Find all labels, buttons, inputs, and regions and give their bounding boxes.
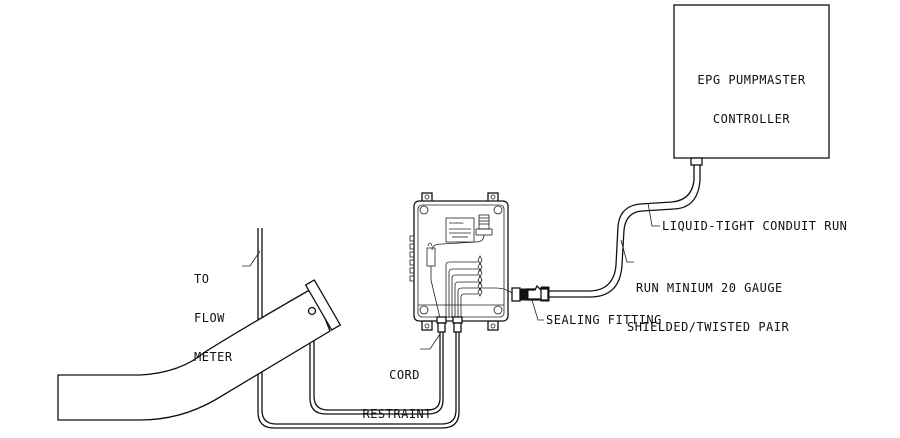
sealing-fitting-label: SEALING FITTING xyxy=(546,313,662,327)
liquid-tight-conduit xyxy=(548,165,701,298)
wire-label-line1: RUN MINIUM 20 GAUGE xyxy=(636,281,783,295)
flow-meter-line2: FLOW xyxy=(194,311,225,325)
cord-restraint-leader xyxy=(420,333,441,350)
flow-meter-line1: TO xyxy=(194,272,210,286)
cord-restraint-line2: RESTRAINT xyxy=(362,407,432,421)
flow-meter-line3: METER xyxy=(194,350,233,364)
sealing-leader xyxy=(531,299,544,321)
flow-meter-leader xyxy=(242,250,261,267)
controller-box xyxy=(673,4,830,159)
sealing-fitting xyxy=(511,284,550,302)
controller-label: EPG PUMPMASTER CONTROLLER xyxy=(674,48,829,152)
controller-label-line1: EPG PUMPMASTER xyxy=(697,73,806,87)
controller-conduit-fitting xyxy=(690,157,703,166)
cord-restraint-line1: CORD xyxy=(389,368,420,382)
warning-label-text: WARNING xyxy=(449,221,464,225)
cord-restraint-label: CORD RESTRAINT xyxy=(348,343,431,438)
conduit-label: LIQUID-TIGHT CONDUIT RUN xyxy=(662,219,848,233)
cord-cables xyxy=(257,228,460,429)
junction-enclosure: WARNING xyxy=(409,192,513,333)
flow-meter-label: TO FLOW METER xyxy=(194,247,233,390)
controller-label-line2: CONTROLLER xyxy=(712,112,791,126)
wire-leader xyxy=(620,239,634,263)
pipe xyxy=(57,279,342,421)
wire-label-line2: SHIELDED/TWISTED PAIR xyxy=(627,320,790,334)
wire-label: RUN MINIUM 20 GAUGE SHIELDED/TWISTED PAI… xyxy=(627,256,789,360)
conduit-leader xyxy=(647,202,660,227)
